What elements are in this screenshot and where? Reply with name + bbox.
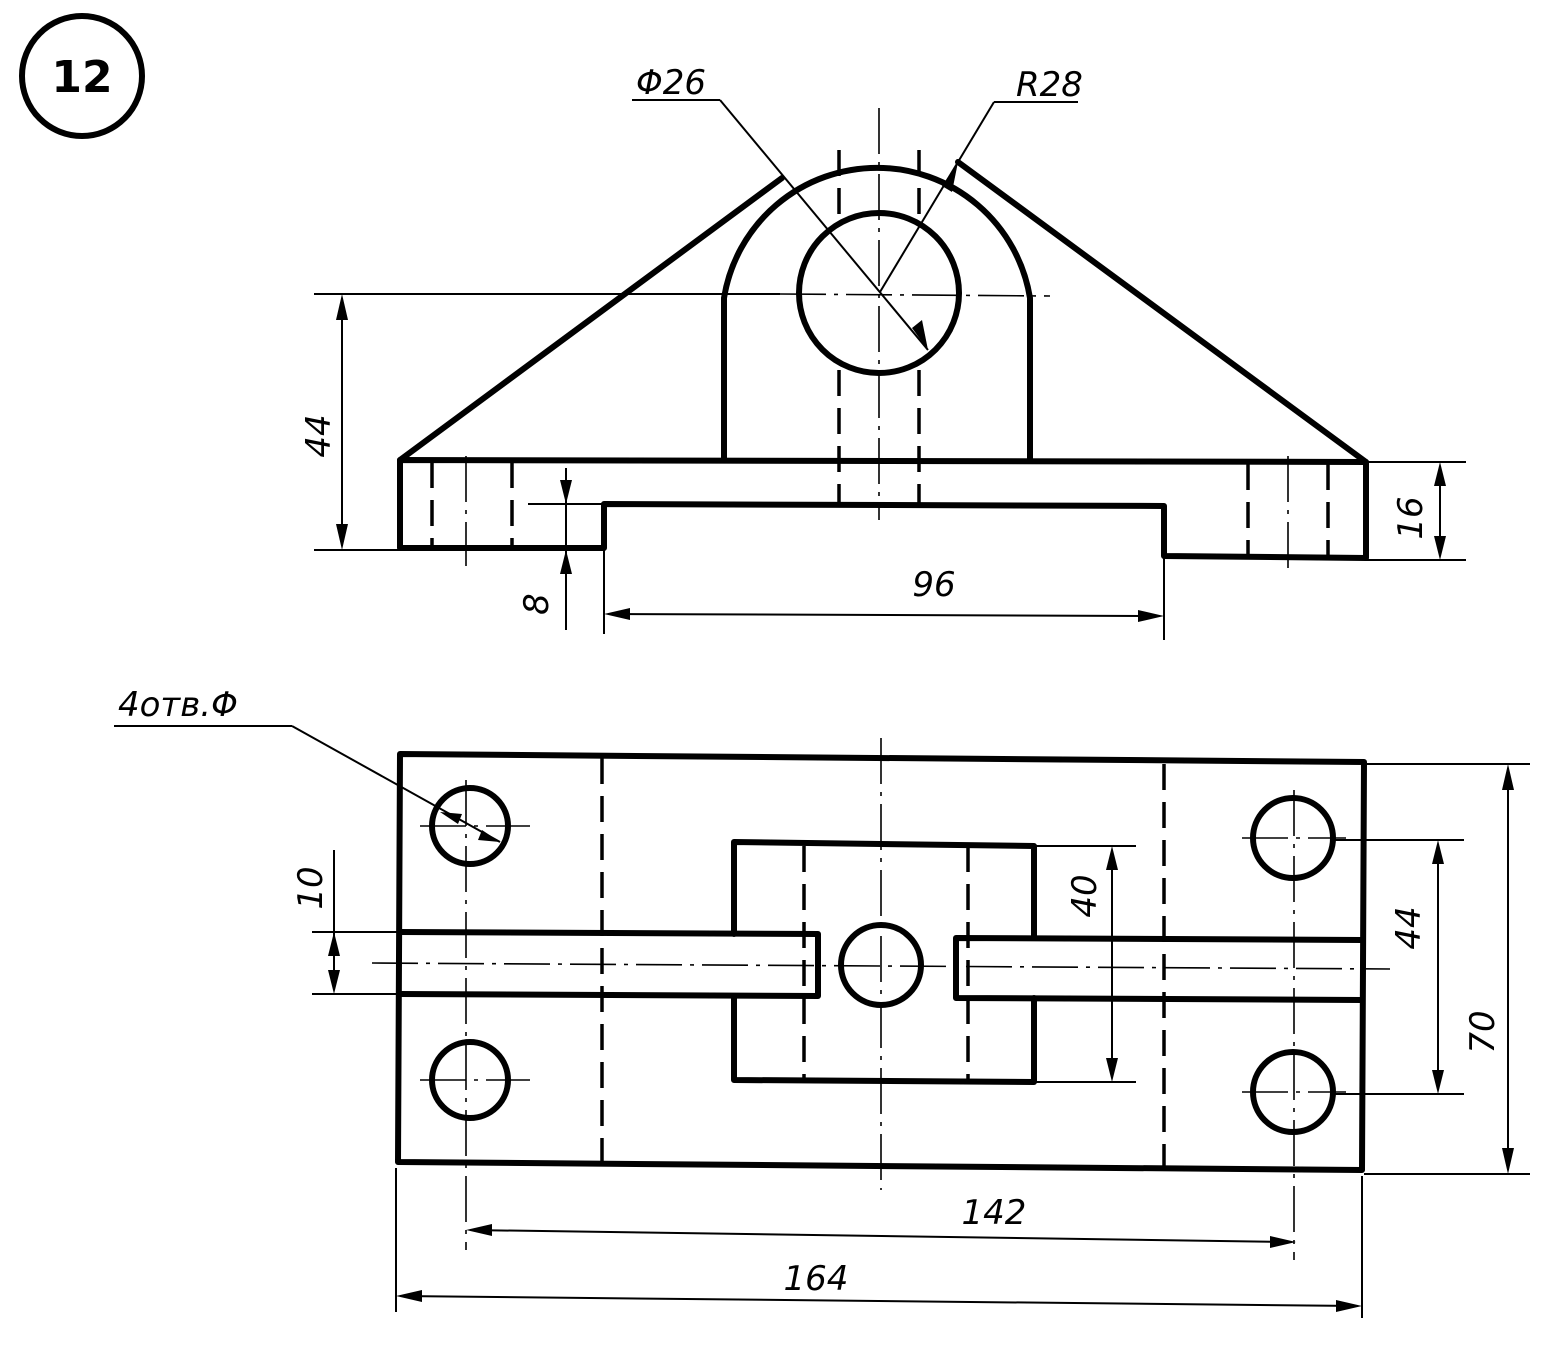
dim-70: 70 — [1463, 1010, 1503, 1053]
top-view — [371, 738, 1391, 1260]
sheet-number: 12 — [51, 52, 112, 103]
boss-outline — [721, 164, 1033, 463]
dim-44-top: 44 — [1389, 906, 1429, 949]
sheet-number-badge: 12 — [19, 13, 145, 139]
dim-10: 10 — [291, 866, 331, 909]
dim-164: 164 — [784, 1259, 849, 1299]
boss-rect-top — [731, 839, 1037, 941]
rib-left-edge — [397, 175, 785, 463]
dim-44-front: 44 — [299, 414, 339, 457]
base-plate-outline — [397, 457, 1369, 561]
dim-40: 40 — [1065, 874, 1105, 917]
top-plate-outline — [395, 751, 1367, 1173]
dim-142: 142 — [962, 1193, 1027, 1233]
left-slot — [397, 929, 821, 999]
top-view-dimensions: 4отв.Φ 10 40 44 70 142 — [114, 685, 1530, 1318]
right-slot — [953, 935, 1365, 1003]
dim-4-holes: 4отв.Φ — [118, 685, 238, 725]
dim-phi26: Φ26 — [636, 63, 706, 103]
front-view-dimensions: 44 16 8 96 Φ26 R28 — [299, 63, 1466, 640]
dim-r28: R28 — [1016, 65, 1083, 105]
front-view — [397, 108, 1369, 570]
dim-8: 8 — [517, 593, 557, 615]
boss-rect-bottom — [731, 993, 1037, 1085]
dim-96: 96 — [912, 565, 955, 605]
rib-right-edge — [955, 159, 1369, 465]
dim-16: 16 — [1391, 496, 1431, 539]
